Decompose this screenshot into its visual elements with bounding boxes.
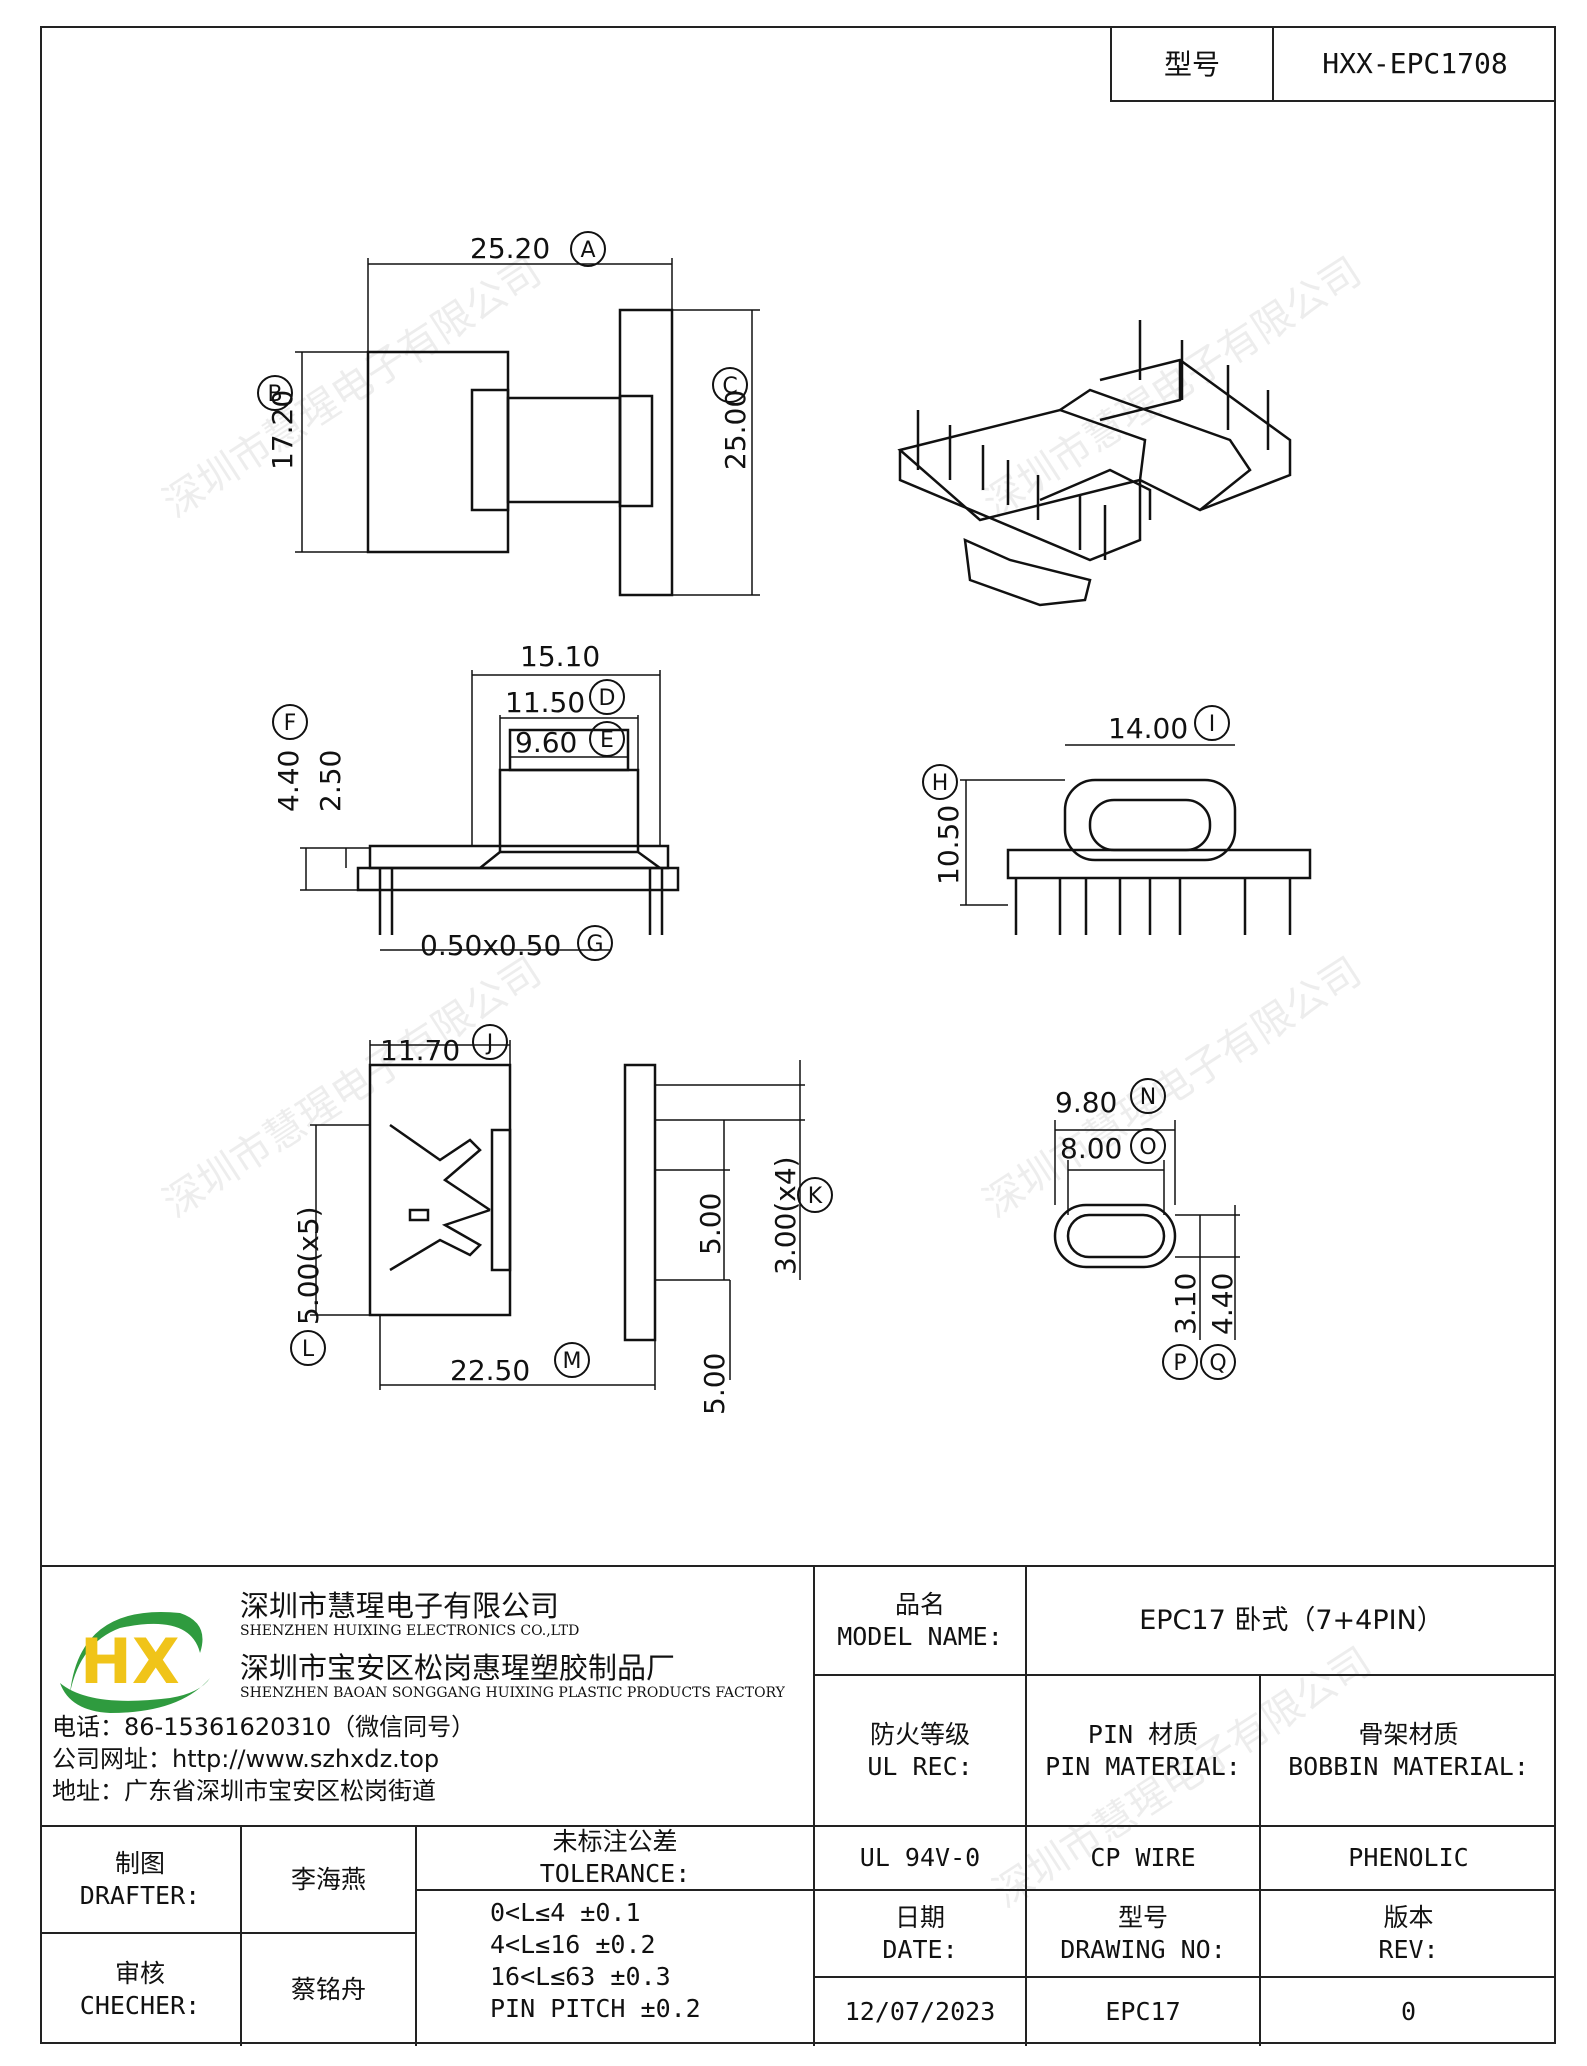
- dim-a: 25.20: [470, 232, 550, 265]
- dim-m: 22.50: [450, 1354, 530, 1387]
- date-value: 12/07/2023: [844, 1997, 996, 2026]
- ul-value: UL 94V-0: [859, 1843, 981, 1872]
- dim-d: 11.50: [505, 686, 585, 719]
- dim-n: 9.80: [1055, 1086, 1117, 1119]
- tolerance-line: PIN PITCH ±0.2: [490, 1994, 701, 2023]
- logo-text: HX: [80, 1625, 180, 1698]
- dim-b: 17.20: [266, 390, 299, 470]
- factory-name-en: SHENZHEN BAOAN SONGGANG HUIXING PLASTIC …: [240, 1685, 785, 1701]
- company-name-en: SHENZHEN HUIXING ELECTRONICS CO.,LTD: [240, 1623, 580, 1639]
- dim-o: 8.00: [1060, 1132, 1122, 1165]
- tolerance-line: 0<L≤4 ±0.1: [490, 1898, 641, 1927]
- dim-e: 9.60: [515, 726, 577, 759]
- company-logo: HX: [60, 1612, 210, 1713]
- dimension-callout-j: J: [485, 1031, 494, 1056]
- bottom-view: [310, 1040, 805, 1390]
- dim-f2: 2.50: [314, 750, 347, 812]
- drafter-name: 李海燕: [290, 1864, 366, 1894]
- bobbin-material-value: PHENOLIC: [1348, 1843, 1469, 1872]
- title-block: HX 深圳市慧瑆电子有限公司 SHENZHEN HUIXING ELECTRON…: [40, 1565, 1556, 2046]
- dimension-callout-n: N: [1140, 1085, 1156, 1110]
- dim-k: 3.00(x4): [769, 1156, 802, 1275]
- dim-i: 14.00: [1108, 712, 1188, 745]
- drawing-sheet: [40, 26, 1556, 2044]
- dimension-callout-l: L: [302, 1337, 315, 1362]
- dim-j: 11.70: [380, 1034, 460, 1067]
- checker-name: 蔡铭舟: [290, 1975, 366, 2004]
- dimension-callout-p: P: [1173, 1351, 1186, 1376]
- dimension-callout-b: B: [267, 382, 282, 407]
- dim-m2: 5.00: [698, 1353, 731, 1415]
- technical-drawing: 25.20 17.20 25.00 15.10 11.50 9.60 4.40 …: [257, 231, 1312, 1415]
- company-name-cn: 深圳市慧瑆电子有限公司: [240, 1589, 560, 1623]
- dim-c: 25.00: [719, 390, 752, 470]
- model-name-value: EPC17 卧式（7+4PIN）: [1139, 1604, 1444, 1636]
- tolerance-line: 16<L≤63 ±0.3: [490, 1962, 671, 1991]
- address: 地址：广东省深圳市宝安区松岗街道: [52, 1777, 436, 1805]
- dim-p: 3.10: [1169, 1273, 1202, 1335]
- dimension-callout-m: M: [563, 1349, 582, 1374]
- dim-k2: 5.00: [694, 1193, 727, 1255]
- dimension-callout-o: O: [1139, 1135, 1156, 1160]
- dimension-callout-g: G: [586, 932, 603, 957]
- dimension-callout-h: H: [932, 771, 949, 796]
- pin-material-value: CP WIRE: [1090, 1843, 1196, 1872]
- drawing-no-value: EPC17: [1105, 1997, 1181, 2026]
- rev-value: 0: [1400, 1997, 1417, 2026]
- model-header: 型号 HXX-EPC1708: [1110, 26, 1556, 102]
- phone: 电话：86-15361620310（微信同号）: [52, 1713, 476, 1741]
- model-number: HXX-EPC1708: [1322, 46, 1508, 80]
- dimension-callout-e: E: [600, 728, 614, 753]
- dim-f: 4.40: [272, 750, 305, 812]
- dim-h: 10.50: [932, 805, 965, 885]
- model-label: 型号: [1112, 26, 1274, 100]
- coil-section: [1053, 1120, 1240, 1340]
- front-view: [960, 744, 1312, 935]
- dim-15-10: 15.10: [520, 640, 600, 673]
- dim-q: 4.40: [1206, 1273, 1239, 1335]
- top-view: [295, 258, 760, 597]
- side-view: [300, 670, 680, 951]
- dimension-callout-d: D: [599, 686, 616, 711]
- isometric-view: [897, 320, 1292, 607]
- dim-l: 5.00(x5): [292, 1206, 325, 1325]
- dimension-callout-a: A: [580, 238, 595, 263]
- dimension-callout-f: F: [284, 711, 297, 736]
- factory-name-cn: 深圳市宝安区松岗惠瑆塑胶制品厂: [240, 1651, 676, 1685]
- dimension-callout-i: I: [1209, 712, 1216, 737]
- website: 公司网址：http://www.szhxdz.top: [52, 1745, 440, 1773]
- dimension-callout-c: C: [722, 374, 737, 399]
- company-info: HX 深圳市慧瑆电子有限公司 SHENZHEN HUIXING ELECTRON…: [40, 1567, 813, 1827]
- dimension-callout-q: Q: [1209, 1351, 1226, 1376]
- dim-g: 0.50x0.50: [420, 929, 561, 962]
- tolerance-line: 4<L≤16 ±0.2: [490, 1930, 656, 1959]
- dimension-callout-k: K: [808, 1184, 823, 1209]
